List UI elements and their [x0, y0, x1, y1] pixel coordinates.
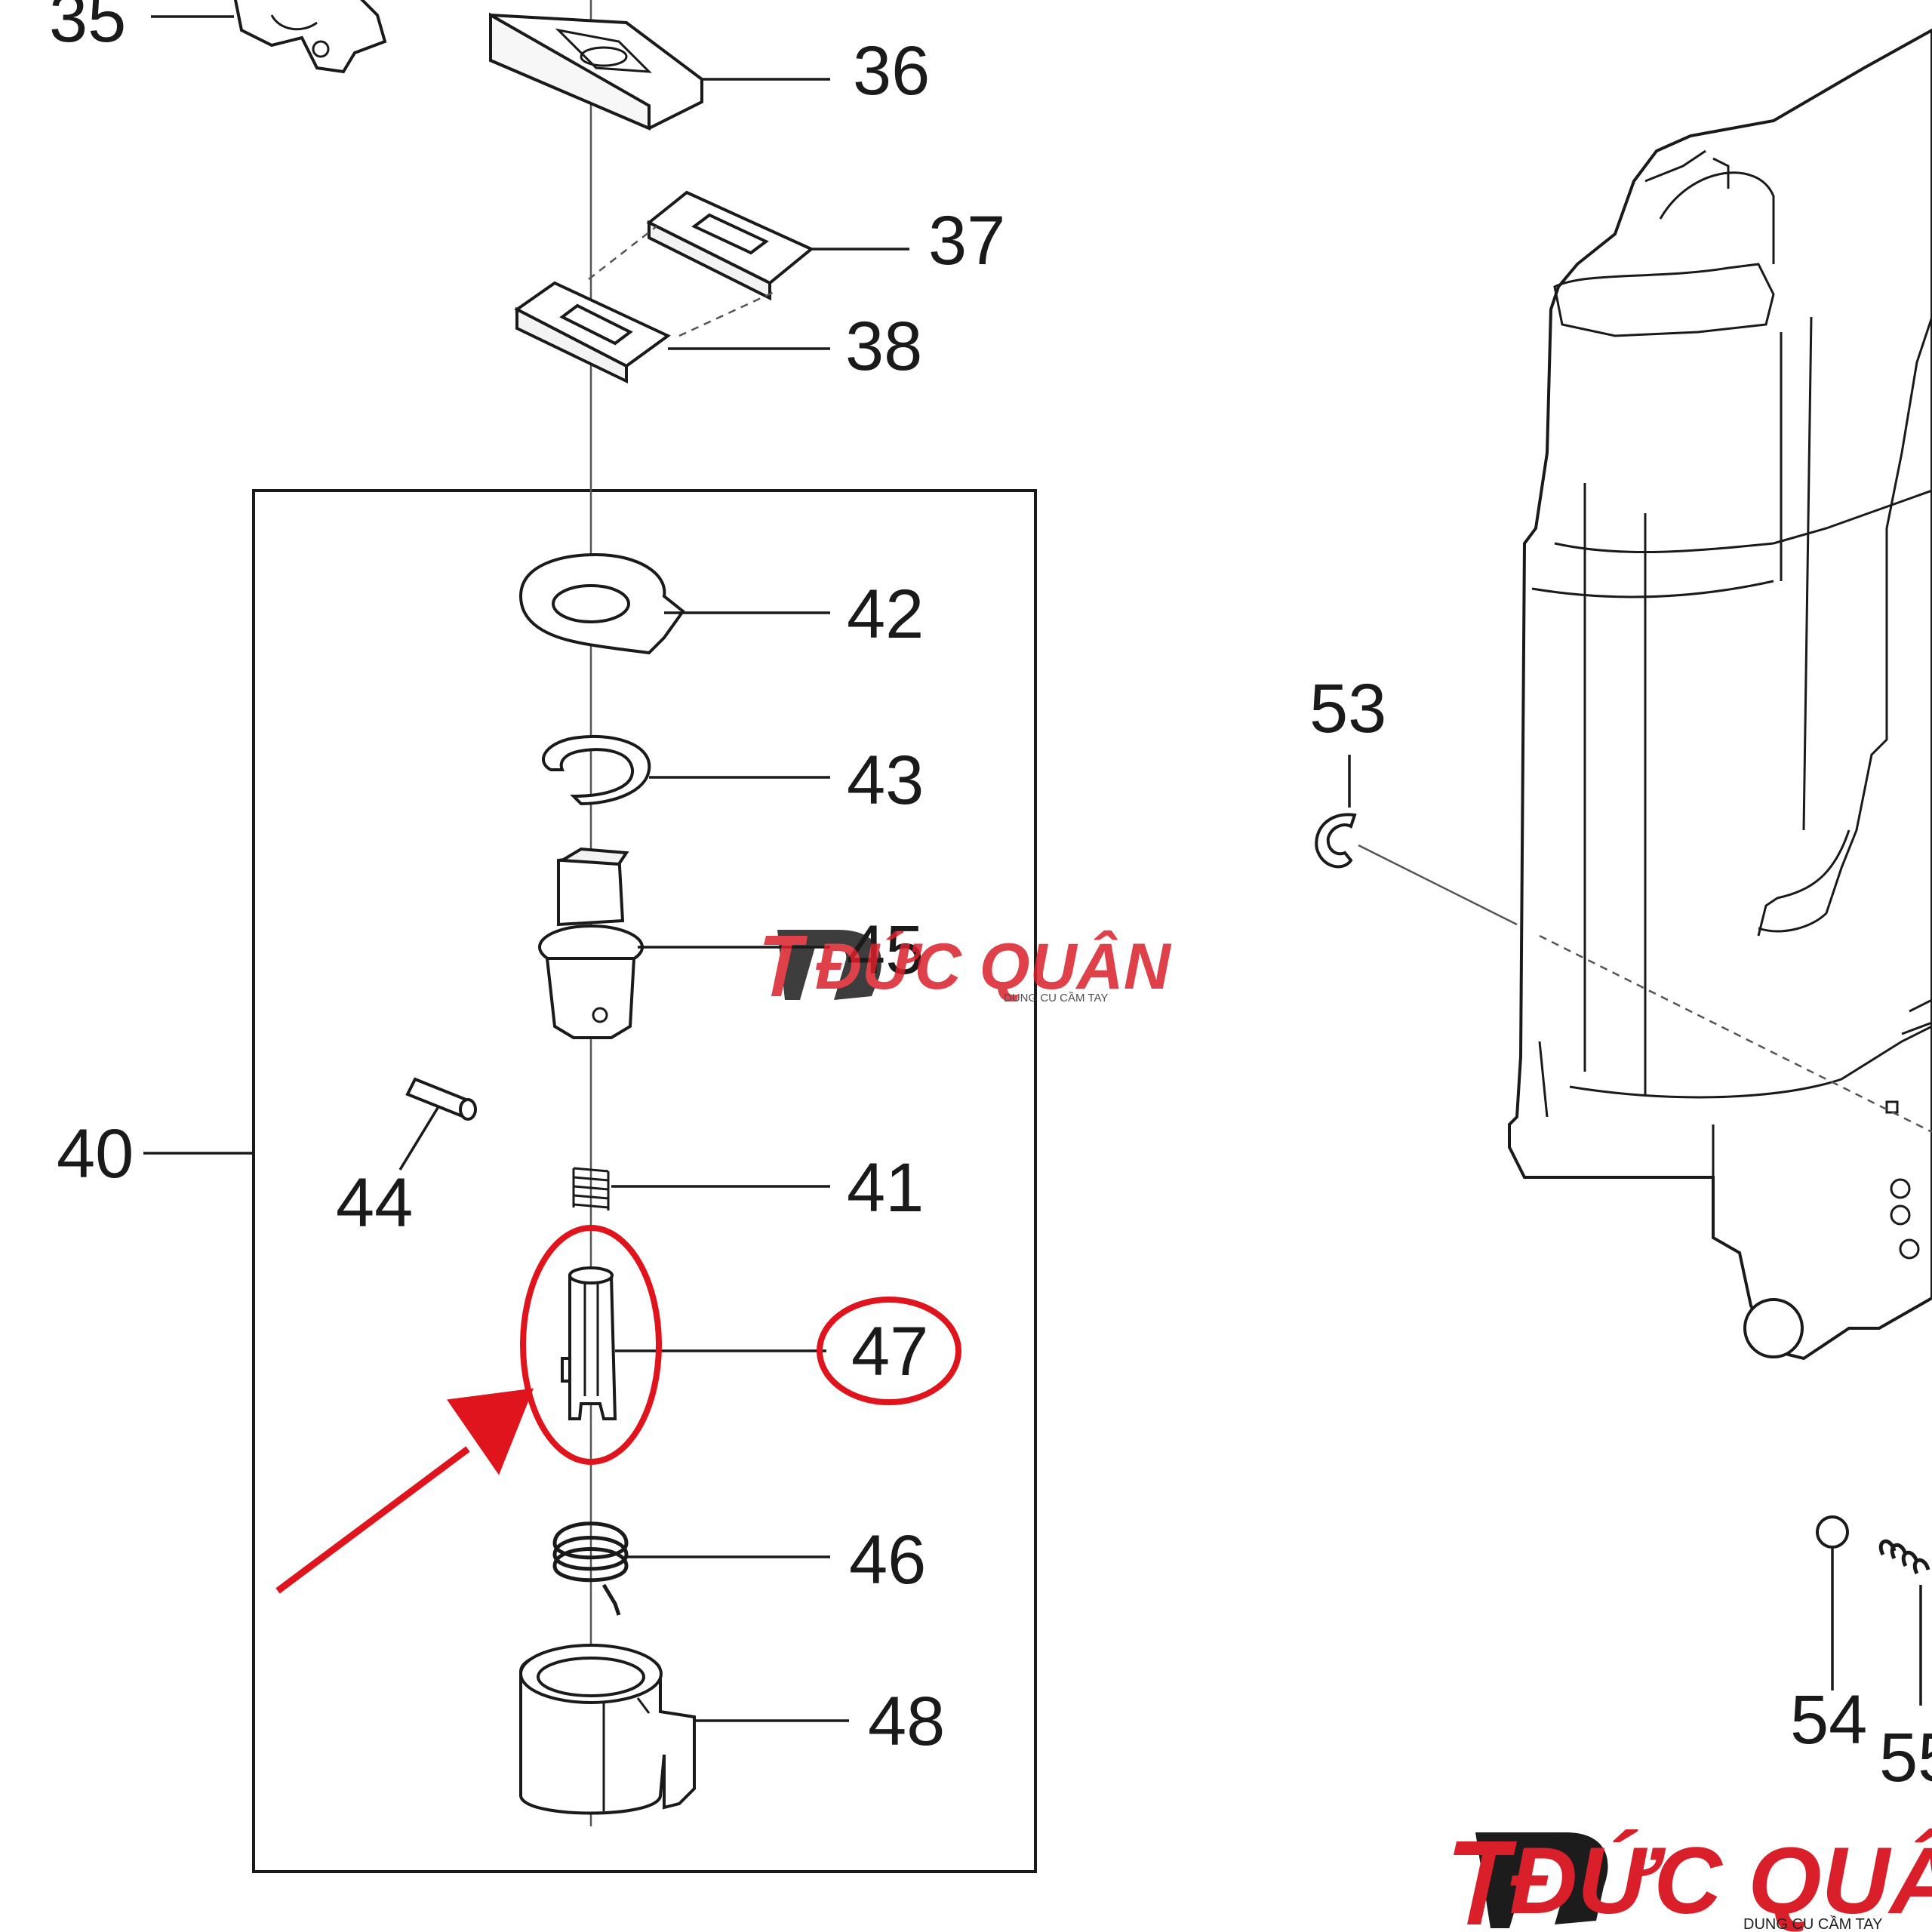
label-36: 36	[853, 32, 930, 109]
label-41: 41	[847, 1149, 924, 1226]
label-37: 37	[928, 202, 1005, 279]
axis-53-dashed	[1539, 934, 1932, 1134]
leader-44	[398, 1107, 439, 1171]
label-46: 46	[849, 1521, 926, 1598]
part-54-ball	[1816, 1515, 1849, 1549]
label-35: 35	[49, 0, 126, 57]
part-35-clip	[233, 0, 387, 74]
label-55: 55	[1879, 1719, 1932, 1796]
part-37-gasket	[646, 190, 814, 301]
part-38-gasket	[514, 281, 671, 384]
part-55-spring	[1878, 1540, 1930, 1575]
part-45-shaft	[538, 847, 644, 1039]
tool-housing	[1508, 28, 1932, 1361]
label-54: 54	[1790, 1681, 1867, 1758]
part-44-pin	[405, 1077, 477, 1121]
label-53: 53	[1309, 670, 1386, 747]
watermark-tagline-bottom: DUNG CU CẦM TAY	[1743, 1915, 1882, 1932]
subassembly-40-box	[252, 489, 1037, 1873]
label-42: 42	[847, 576, 924, 653]
part-46-torsion-spring	[552, 1521, 629, 1616]
label-38: 38	[845, 308, 922, 385]
label-44: 44	[336, 1164, 413, 1241]
label-48: 48	[868, 1683, 945, 1760]
watermark-brand-bottom: ĐỨC QUÂN	[1509, 1829, 1932, 1932]
red-pointer-arrow	[275, 1388, 534, 1594]
watermark-brand-center: ĐỨC QUÂN	[815, 931, 1172, 1003]
watermark-tagline-center: DUNG CU CẦM TAY	[1004, 992, 1108, 1004]
label-47: 47	[851, 1313, 928, 1390]
guide-37-38-a	[588, 226, 657, 280]
watermark-logo-center: ĐỨC QUÂN DUNG CU CẦM TAY	[764, 930, 1172, 1004]
part-53-e-clip	[1315, 813, 1357, 869]
part-48-sleeve-housing	[519, 1644, 696, 1815]
label-47-highlight-circle	[817, 1297, 961, 1405]
label-43: 43	[847, 742, 924, 819]
part-47-slotted-pin	[561, 1266, 617, 1420]
part-47-highlight-ellipse	[520, 1225, 662, 1465]
watermark-logo-bottom: ĐỨC QUÂN DUNG CU CẦM TAY	[1454, 1829, 1932, 1932]
part-41-small-spring	[572, 1167, 610, 1211]
part-42-washer	[518, 552, 685, 655]
axis-53	[1358, 844, 1518, 926]
part-43-retaining-ring	[542, 734, 651, 806]
part-36-slider-block	[489, 12, 703, 131]
label-40: 40	[57, 1115, 134, 1192]
guide-37-38-b	[678, 289, 778, 337]
